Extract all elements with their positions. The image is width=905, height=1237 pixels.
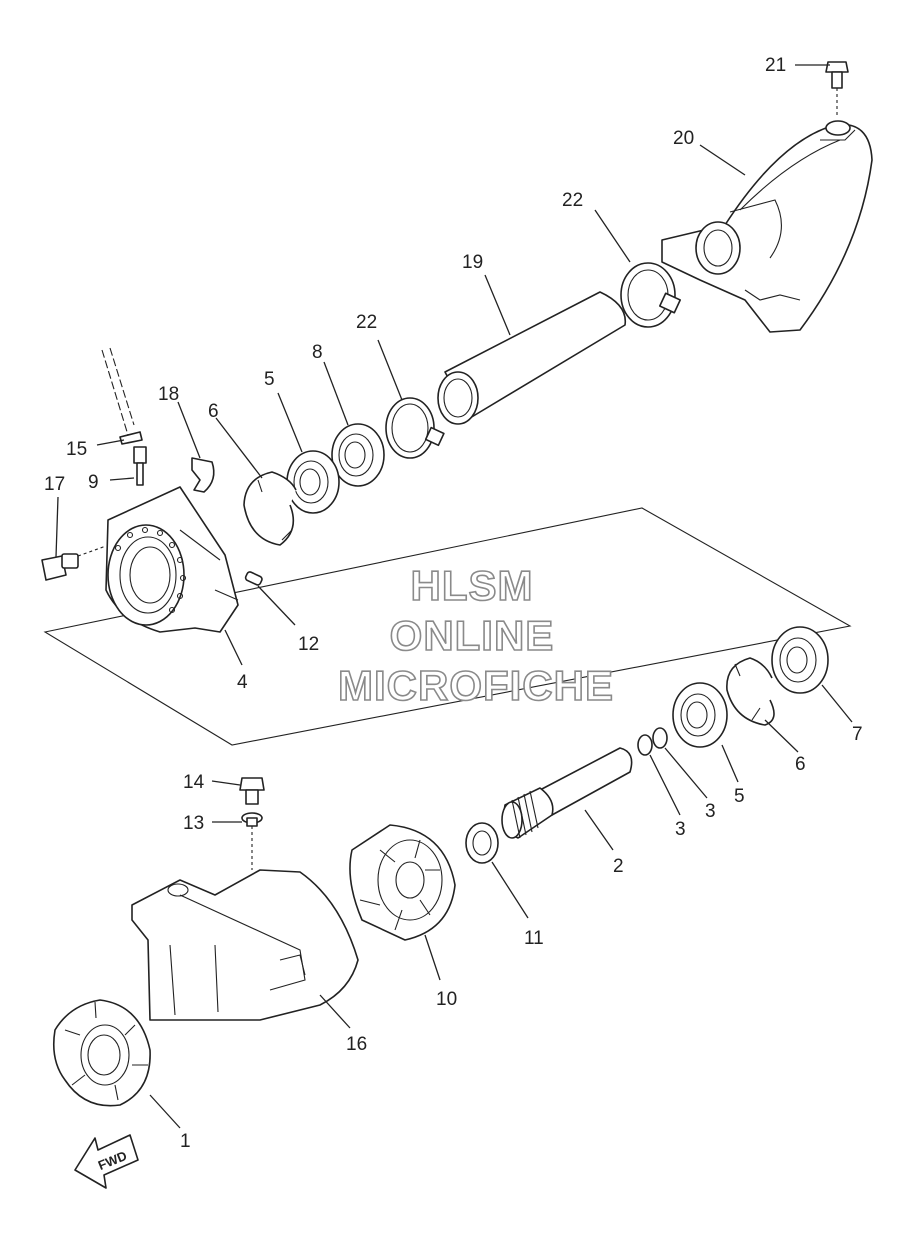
callout-16: 16 [346, 1034, 367, 1055]
part-1-damper [52, 999, 151, 1107]
part-8-bearing [331, 423, 385, 487]
fwd-arrow-icon: FWD [74, 1134, 139, 1189]
part-6-snap-ring-upper [243, 471, 297, 546]
part-22-clamp-upper [620, 262, 682, 328]
callout-7: 7 [852, 724, 863, 745]
callout-14: 14 [183, 772, 205, 793]
watermark-line-2: ONLINE [390, 612, 555, 659]
part-22-clamp-lower [385, 397, 445, 459]
callout-5-lower: 5 [734, 786, 745, 807]
callout-10: 10 [436, 989, 457, 1010]
part-21-bolt [825, 61, 849, 118]
leader-lines [55, 64, 853, 1129]
callout-15: 15 [66, 439, 87, 460]
watermark: HLSM ONLINE MICROFICHE [337, 561, 614, 710]
part-4-housing [105, 486, 239, 633]
callout-11: 11 [524, 928, 544, 949]
callout-13: 13 [183, 813, 204, 834]
callout-1: 1 [180, 1131, 191, 1152]
part-11-washer [465, 822, 499, 864]
part-20-nozzle-housing [661, 120, 873, 333]
part-5-bearing-lower [672, 682, 728, 748]
watermark-line-1: HLSM [411, 562, 534, 609]
subassembly-outline [43, 507, 852, 746]
part-7-bearing [771, 626, 829, 694]
part-3-o-ring-b [652, 727, 668, 749]
part-12-pin [244, 571, 263, 586]
part-2-shaft [501, 747, 633, 839]
callout-19: 19 [462, 252, 483, 273]
part-17-bolt [41, 545, 107, 581]
callout-18: 18 [158, 384, 179, 405]
callout-3-b: 3 [705, 801, 716, 822]
part-18-plate [191, 457, 215, 493]
part-9-fitting [133, 446, 147, 486]
callout-2: 2 [613, 856, 624, 877]
part-5-bearing-upper [286, 450, 340, 514]
part-6-snap-ring-lower [726, 657, 775, 726]
callout-8: 8 [312, 342, 323, 363]
part-16-cover [131, 869, 359, 1021]
callout-20: 20 [673, 128, 694, 149]
part-14-bolt [239, 777, 265, 870]
callout-5-upper: 5 [264, 369, 275, 390]
part-10-coupler [349, 824, 456, 941]
callout-9: 9 [88, 472, 99, 493]
hose-line [101, 347, 135, 436]
callout-labels: 21 20 22 19 22 8 5 18 6 15 9 17 12 4 7 6… [44, 55, 863, 1152]
callout-22-lower: 22 [356, 312, 377, 333]
part-15-clip [119, 431, 143, 445]
callout-12: 12 [298, 634, 319, 655]
callout-22-upper: 22 [562, 190, 583, 211]
part-19-tube [437, 291, 627, 425]
part-3-o-ring-a [637, 734, 653, 756]
watermark-line-3: MICROFICHE [338, 662, 614, 709]
callout-6-upper: 6 [208, 401, 219, 422]
callout-21: 21 [765, 55, 786, 76]
callout-3-a: 3 [675, 819, 686, 840]
callout-6-lower: 6 [795, 754, 806, 775]
part-13-washer [241, 812, 263, 827]
callout-4: 4 [237, 672, 248, 693]
callout-17: 17 [44, 474, 65, 495]
